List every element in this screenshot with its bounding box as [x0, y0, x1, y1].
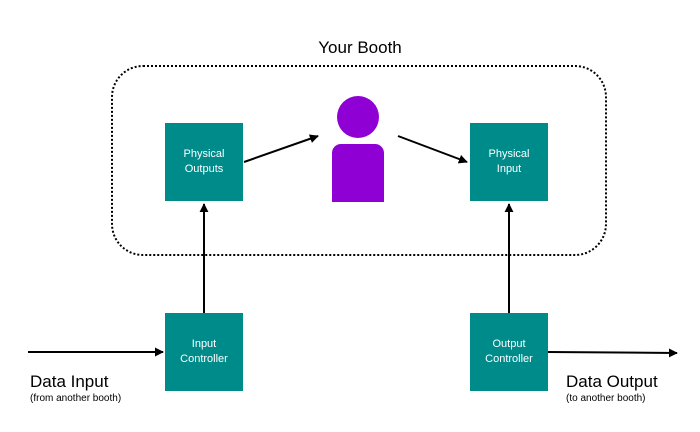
person-head	[337, 96, 379, 138]
physical-outputs-label-line-2: Outputs	[184, 163, 224, 175]
output-controller-label-line-1: Output	[492, 338, 526, 350]
physical-input-node: Physical Input	[470, 123, 548, 201]
data-output-arrow	[547, 348, 678, 358]
booth-boundary	[111, 65, 607, 256]
physical-outputs-to-person-arrow	[243, 134, 319, 163]
data-output-subtitle: (to another booth)	[566, 393, 646, 404]
input-controller-label-line-2: Controller	[180, 353, 228, 365]
person-icon	[330, 96, 386, 204]
data-input-title: Data Input	[30, 372, 109, 391]
data-input-subtitle: (from another booth)	[30, 393, 122, 404]
input-controller-label-line-1: Input	[191, 338, 217, 350]
physical-input-label-line-2: Input	[496, 163, 522, 175]
output-controller-node: Output Controller	[470, 313, 548, 391]
booth-title: Your Booth	[318, 38, 402, 57]
physical-input-label-line-1: Physical	[488, 148, 530, 160]
physical-outputs-node: Physical Outputs	[165, 123, 243, 201]
physical-outputs-label-line-1: Physical	[183, 148, 225, 160]
input-controller-node: Input Controller	[165, 313, 243, 391]
person-to-physical-input-arrow	[397, 135, 468, 164]
data-output-title: Data Output	[566, 372, 658, 391]
output-controller-label-line-2: Controller	[485, 353, 533, 365]
data-output-label: Data Output (to another booth)	[566, 372, 658, 405]
data-input-label: Data Input (from another booth)	[30, 372, 121, 405]
person-body	[332, 144, 384, 202]
